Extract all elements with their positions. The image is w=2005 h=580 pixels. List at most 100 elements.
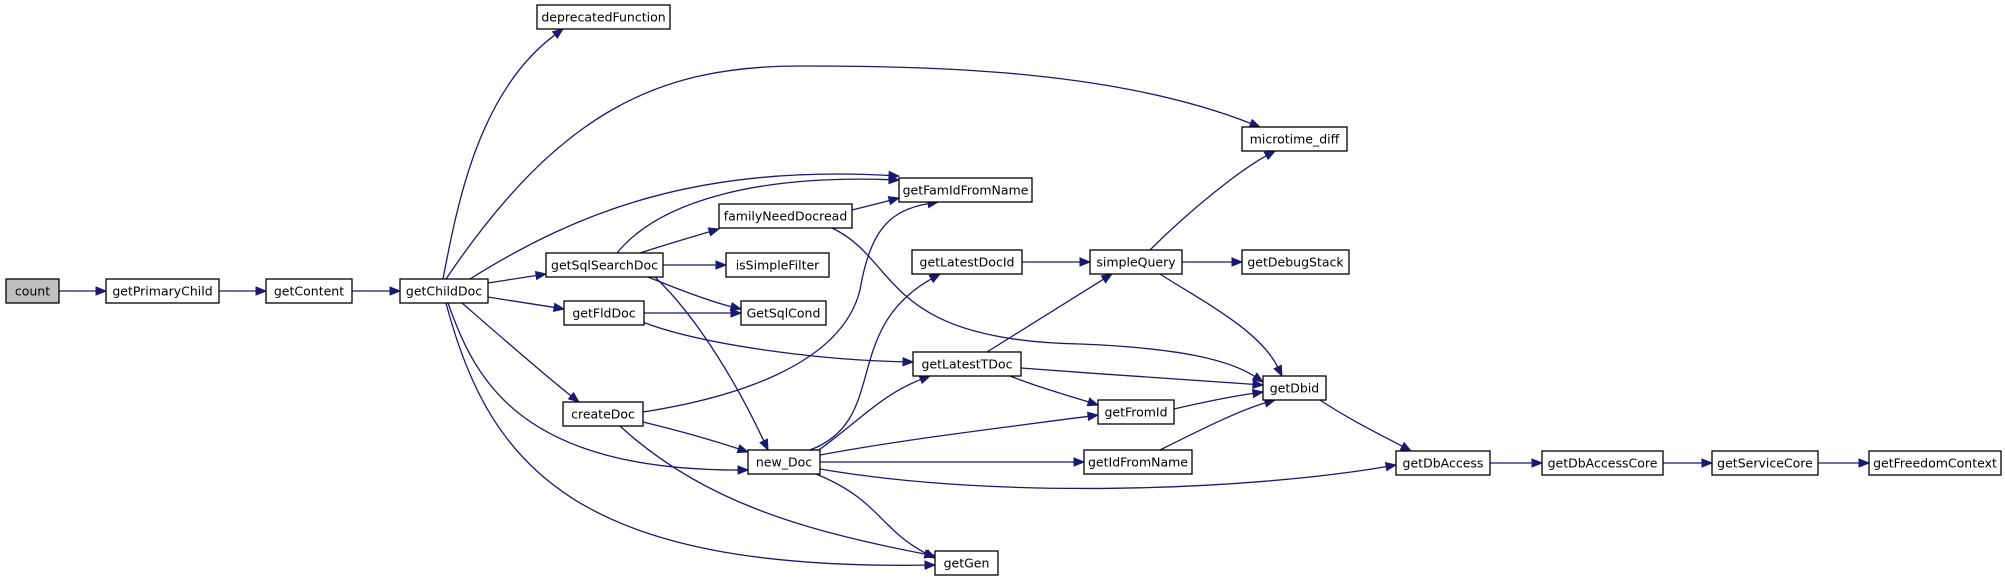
edge-getLatestTDoc-to-simpleQuery (986, 273, 1114, 353)
node-getIdFromName[interactable]: getIdFromName (1083, 449, 1193, 475)
edge-getDbAccess-to-getDbAccessCore (1490, 458, 1544, 468)
node-getFromId[interactable]: getFromId (1097, 399, 1175, 425)
node-box[interactable] (912, 351, 1022, 377)
node-box[interactable] (1089, 249, 1183, 275)
node-GetSqlCond[interactable]: GetSqlCond (740, 300, 827, 326)
node-label: getGen (944, 556, 990, 571)
node-getPrimaryChild[interactable]: getPrimaryChild (105, 278, 220, 304)
edge-line (445, 65, 1252, 280)
node-box[interactable] (1395, 450, 1491, 476)
node-box[interactable] (1097, 399, 1175, 425)
arrowhead-icon (255, 286, 268, 296)
node-box[interactable] (563, 300, 645, 326)
edge-simpleQuery-to-getDbid (1159, 273, 1283, 378)
node-box[interactable] (747, 449, 821, 475)
node-box[interactable] (265, 278, 353, 304)
node-label: isSimpleFilter (736, 258, 820, 273)
edge-getChildDoc-to-createDoc (461, 302, 581, 403)
arrowhead-icon (715, 260, 728, 270)
edge-getChildDoc-to-microtime_diff (445, 65, 1262, 280)
edge-getSqlSearchDoc-to-new_Doc (654, 276, 769, 452)
edge-line (809, 277, 933, 451)
node-count[interactable]: count (5, 278, 60, 304)
arrowhead-icon (923, 549, 937, 559)
node-getSqlSearchDoc[interactable]: getSqlSearchDoc (545, 252, 664, 278)
edge-line (616, 178, 891, 254)
node-label: getDbAccess (1403, 456, 1484, 471)
node-getContent[interactable]: getContent (265, 278, 353, 304)
edge-simpleQuery-to-microtime_diff (1149, 150, 1277, 251)
node-getChildDoc[interactable]: getChildDoc (399, 278, 489, 304)
node-box[interactable] (545, 252, 664, 278)
node-createDoc[interactable]: createDoc (562, 401, 644, 427)
node-box[interactable] (5, 278, 60, 304)
edge-getFldDoc-to-getLatestTDoc (639, 320, 915, 367)
edge-line (442, 33, 557, 280)
arrowhead-icon (1858, 458, 1871, 468)
node-box[interactable] (1541, 450, 1664, 476)
node-getGen[interactable]: getGen (934, 550, 999, 576)
arrowhead-icon (1100, 273, 1114, 284)
node-box[interactable] (1262, 375, 1327, 401)
edge-line (461, 302, 573, 398)
node-getDbAccess[interactable]: getDbAccess (1395, 450, 1491, 476)
node-simpleQuery[interactable]: simpleQuery (1089, 249, 1183, 275)
arrowhead-icon (737, 465, 750, 475)
node-deprecatedFunction[interactable]: deprecatedFunction (536, 4, 671, 30)
arrowhead-icon (707, 227, 721, 237)
edge-createDoc-to-getGen (619, 425, 937, 559)
node-getDbid[interactable]: getDbid (1262, 375, 1327, 401)
edge-line (1159, 273, 1279, 369)
arrowhead-icon (1251, 372, 1265, 383)
node-box[interactable] (725, 252, 830, 278)
edge-line (487, 296, 556, 309)
arrowhead-icon (924, 560, 937, 570)
edge-new_Doc-to-getFromId (819, 411, 1100, 456)
node-box[interactable] (536, 4, 671, 30)
node-box[interactable] (1868, 450, 2002, 476)
node-new_Doc[interactable]: new_Doc (747, 449, 821, 475)
node-label: count (15, 284, 50, 299)
node-box[interactable] (1241, 249, 1350, 275)
node-box[interactable] (562, 401, 644, 427)
edge-line (469, 173, 891, 280)
edge-familyNeedDocread-to-getDbid (831, 227, 1265, 383)
edge-getChildDoc-to-getGen (445, 302, 937, 570)
edge-new_Doc-to-getDbAccess (819, 462, 1398, 490)
arrowhead-icon (902, 357, 915, 367)
node-box[interactable] (718, 203, 853, 229)
node-getFldDoc[interactable]: getFldDoc (563, 300, 645, 326)
arrowhead-icon (918, 375, 932, 385)
node-getLatestDocId[interactable]: getLatestDocId (911, 249, 1023, 275)
edge-line (1173, 392, 1255, 410)
node-box[interactable] (1241, 126, 1348, 152)
node-label: getPrimaryChild (112, 284, 212, 299)
edge-getFromId-to-getDbid (1173, 388, 1265, 410)
node-getFreedomContext[interactable]: getFreedomContext (1868, 450, 2002, 476)
edge-getSqlSearchDoc-to-GetSqlCond (647, 276, 743, 312)
edge-line (819, 415, 1090, 456)
node-box[interactable] (1083, 449, 1193, 475)
node-getServiceCore[interactable]: getServiceCore (1711, 450, 1819, 476)
node-getLatestTDoc[interactable]: getLatestTDoc (912, 351, 1022, 377)
node-getFamIdFromName[interactable]: getFamIdFromName (898, 177, 1033, 203)
node-getDebugStack[interactable]: getDebugStack (1241, 249, 1350, 275)
node-microtime_diff[interactable]: microtime_diff (1241, 126, 1348, 152)
arrowhead-icon (1384, 462, 1398, 472)
node-box[interactable] (399, 278, 489, 304)
node-box[interactable] (105, 278, 220, 304)
node-familyNeedDocread[interactable]: familyNeedDocread (718, 203, 853, 229)
arrowhead-icon (1399, 441, 1413, 452)
node-box[interactable] (740, 300, 827, 326)
edge-line (819, 465, 1388, 490)
edge-line (1009, 375, 1090, 403)
node-box[interactable] (934, 550, 999, 576)
node-box[interactable] (1711, 450, 1819, 476)
arrowhead-icon (888, 174, 901, 185)
edge-line (831, 227, 1256, 378)
node-isSimpleFilter[interactable]: isSimpleFilter (725, 252, 830, 278)
node-box[interactable] (898, 177, 1033, 203)
node-getDbAccessCore[interactable]: getDbAccessCore (1541, 450, 1664, 476)
edge-getChildDoc-to-deprecatedFunction (442, 28, 565, 280)
node-box[interactable] (911, 249, 1023, 275)
